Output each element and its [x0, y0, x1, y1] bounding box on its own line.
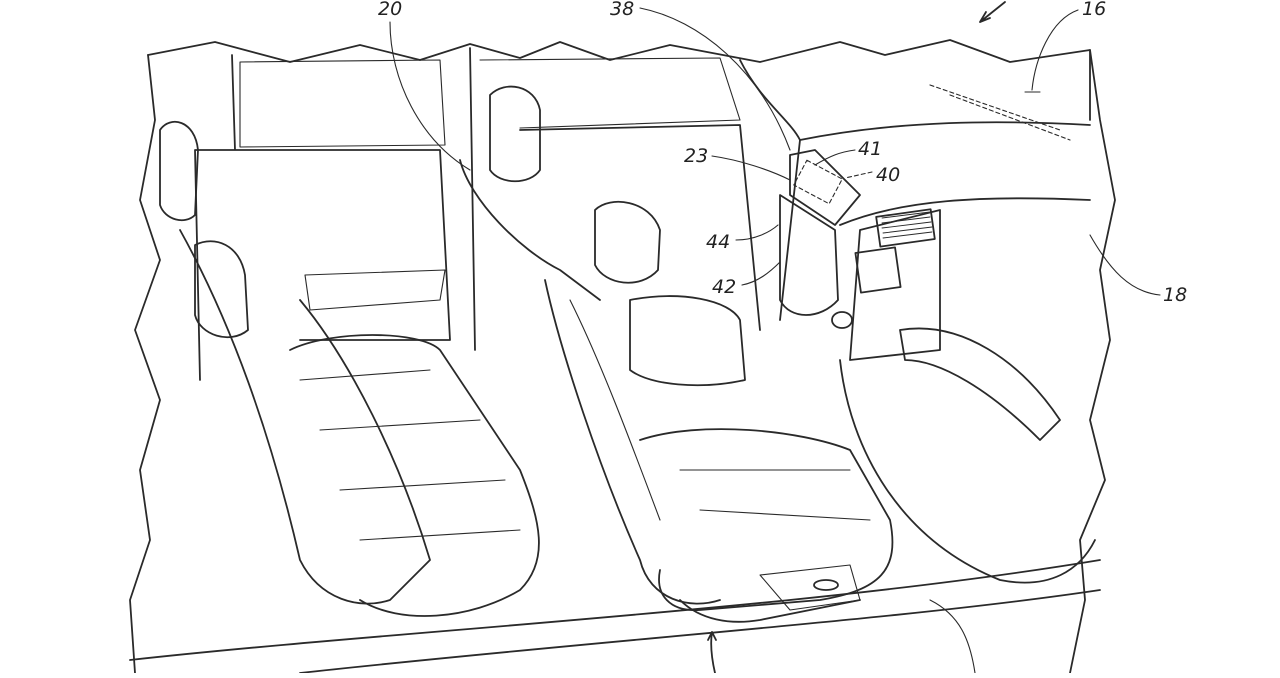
leader-42	[741, 261, 781, 286]
control-knob	[831, 311, 853, 329]
front-window	[479, 57, 741, 129]
ref-label-18: 18	[1163, 284, 1188, 306]
front-door-frame	[469, 47, 761, 351]
rear-headrest-2	[194, 240, 249, 339]
leader-bottom-right	[929, 599, 976, 674]
ref-label-44: 44	[706, 231, 731, 253]
center-vent	[875, 208, 936, 248]
rear-seat-cushion-detail	[299, 369, 521, 541]
arrow-bottom	[707, 631, 717, 674]
leader-20	[389, 21, 471, 171]
infotainment-screen	[854, 246, 902, 294]
rear-door-pocket	[304, 269, 446, 311]
rear-seat-back	[179, 229, 431, 605]
driver-seat-cushion	[639, 428, 894, 611]
glovebox	[899, 327, 1061, 441]
rear-window	[239, 59, 446, 148]
seat-side-panel	[759, 564, 861, 611]
ref-label-41: 41	[858, 138, 883, 160]
right-break-line	[1069, 49, 1116, 674]
ref-label-42: 42	[712, 276, 737, 298]
dash-lower-curve	[839, 359, 1096, 584]
middle-seat-back	[459, 159, 601, 301]
ref-label-40: 40	[876, 164, 901, 186]
middle-headrest	[489, 85, 541, 183]
windshield-reflection	[929, 84, 1071, 141]
driver-seat-back	[544, 279, 721, 605]
leader-41	[814, 149, 856, 166]
ref-label-38: 38	[610, 0, 635, 20]
display-housing-44	[779, 194, 839, 316]
floor-line-1	[129, 559, 1101, 661]
driver-seat-back-inner	[569, 299, 661, 521]
rear-door-frame	[194, 54, 451, 381]
seat-base-trim	[679, 599, 861, 623]
display-screen-40	[793, 159, 843, 205]
leader-18	[1089, 234, 1161, 296]
leader-16	[1024, 9, 1079, 93]
front-passenger-seat	[629, 295, 746, 387]
dashboard	[799, 121, 1091, 226]
leader-44	[735, 224, 779, 241]
rear-headrest-left	[159, 120, 199, 222]
arrow-top	[979, 1, 1006, 23]
driver-headrest	[594, 201, 661, 284]
leader-23	[711, 155, 791, 181]
leader-38	[639, 7, 791, 151]
vent-hatch	[881, 211, 933, 239]
leader-40	[844, 171, 873, 179]
left-break-line	[129, 54, 161, 674]
rear-seat-cushion	[289, 334, 540, 617]
top-break-line	[147, 39, 1091, 121]
ref-label-20: 20	[378, 0, 403, 20]
ref-label-16: 16	[1082, 0, 1107, 20]
center-stack	[849, 209, 941, 361]
display-unit-41	[789, 149, 861, 226]
floor-line-2	[299, 589, 1101, 674]
seat-adjust-switch	[813, 579, 839, 591]
a-pillar	[739, 59, 801, 321]
driver-seat-cushion-detail	[679, 469, 871, 521]
ref-label-23: 23	[684, 145, 709, 167]
